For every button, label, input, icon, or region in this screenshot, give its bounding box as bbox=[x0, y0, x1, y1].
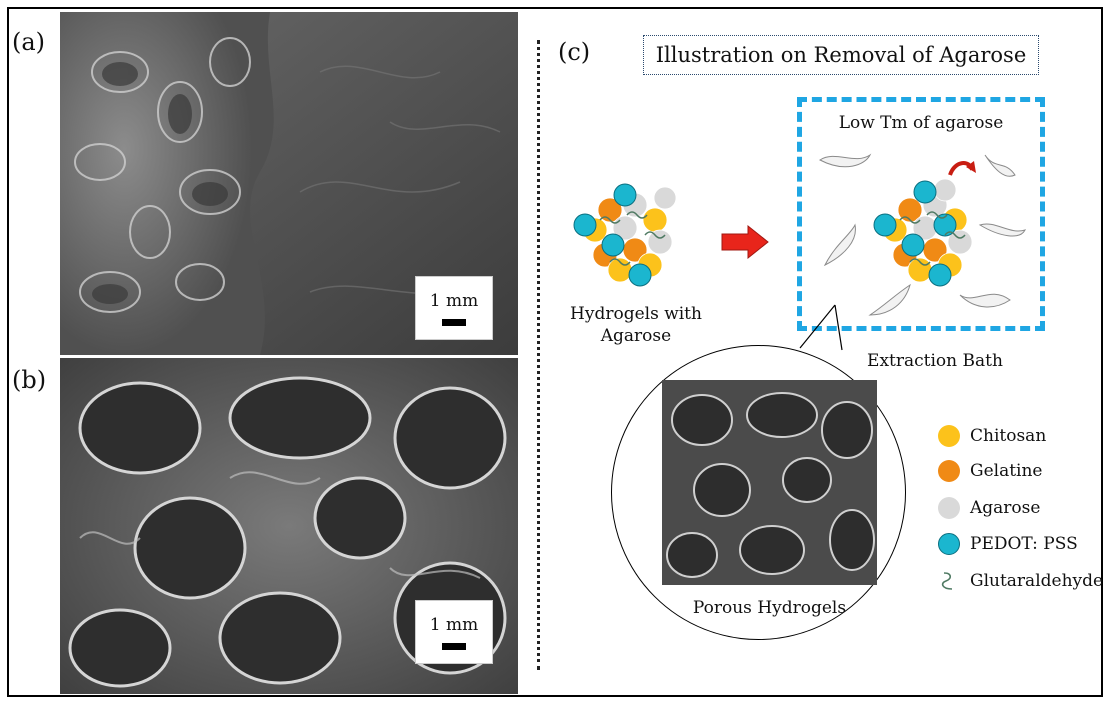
gray-circle-icon bbox=[938, 497, 960, 519]
legend-label: PEDOT: PSS bbox=[970, 534, 1078, 554]
panel-b-label: (b) bbox=[12, 366, 47, 394]
hydrogel-cluster-left bbox=[573, 183, 677, 287]
dotted-divider bbox=[537, 40, 540, 670]
squiggle-icon bbox=[941, 572, 953, 590]
yellow-circle-icon bbox=[938, 425, 960, 447]
legend-item-chitosan: Chitosan bbox=[938, 425, 1046, 447]
right-arrow-icon bbox=[721, 224, 769, 260]
scale-bar-line-b bbox=[442, 642, 466, 650]
legend-label: Glutaraldehyde bbox=[970, 571, 1104, 591]
figure-frame bbox=[7, 7, 1103, 697]
left-caption: Hydrogels with Agarose bbox=[570, 304, 702, 347]
sem-image-a: 1 mm bbox=[60, 12, 518, 355]
legend-label: Chitosan bbox=[970, 426, 1047, 446]
porous-hydrogel-image bbox=[662, 380, 877, 585]
scale-bar-a: 1 mm bbox=[415, 276, 493, 340]
scale-text-b: 1 mm bbox=[429, 614, 479, 635]
porous-caption: Porous Hydrogels bbox=[692, 598, 847, 618]
bath-caption: Extraction Bath bbox=[867, 351, 1003, 371]
callout-lines bbox=[799, 304, 843, 351]
legend-item-gelatine: Gelatine bbox=[938, 460, 1043, 482]
legend-item-pedot-pss: PEDOT: PSS bbox=[938, 533, 1078, 555]
extraction-bath-box bbox=[797, 97, 1045, 331]
legend-label: Gelatine bbox=[970, 461, 1043, 481]
bath-contents bbox=[819, 153, 1026, 316]
bath-label: Low Tm of agarose bbox=[838, 113, 1004, 133]
orange-circle-icon bbox=[938, 460, 960, 482]
panel-a-label: (a) bbox=[12, 28, 46, 56]
legend-item-agarose: Agarose bbox=[938, 497, 1040, 519]
scale-text-a: 1 mm bbox=[429, 290, 479, 311]
sem-image-b: 1 mm bbox=[60, 358, 518, 694]
illustration-title: Illustration on Removal of Agarose bbox=[643, 35, 1039, 75]
panel-c-label: (c) bbox=[558, 38, 591, 66]
legend-item-glutaraldehyde: Glutaraldehyde bbox=[938, 570, 1103, 592]
cyan-circle-icon bbox=[938, 533, 960, 555]
scale-bar-line-a bbox=[442, 318, 466, 326]
legend-label: Agarose bbox=[970, 498, 1041, 518]
scale-bar-b: 1 mm bbox=[415, 600, 493, 664]
